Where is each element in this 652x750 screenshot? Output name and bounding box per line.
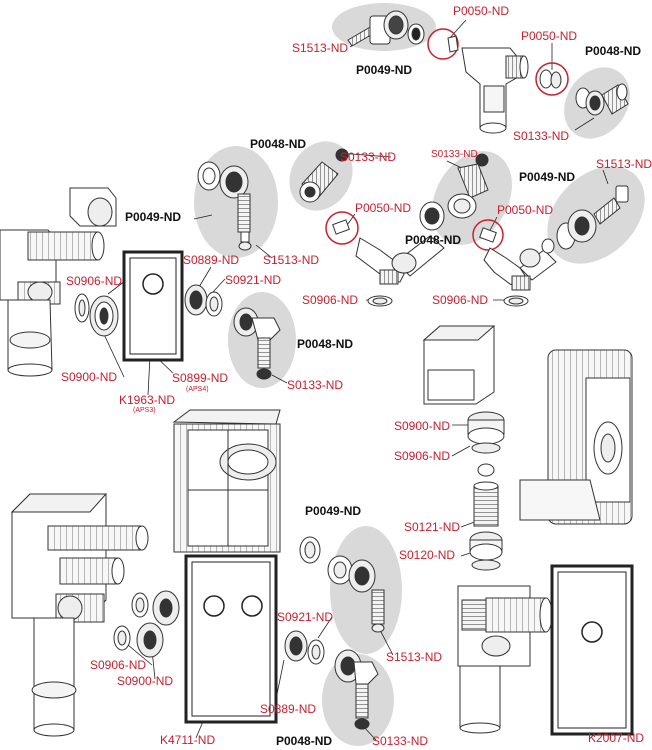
label-s0906: S0906-ND xyxy=(302,293,359,307)
cover-plate-k4711 xyxy=(184,554,278,724)
label-p0048: P0048-ND xyxy=(250,137,307,151)
p0049-bottom-parts xyxy=(299,536,385,633)
label-s0121: S0121-ND xyxy=(404,520,461,534)
label-k2007: K2007-ND xyxy=(588,731,645,745)
label-s0889: S0889-ND xyxy=(260,702,317,716)
y-siphon-mid xyxy=(355,201,445,307)
label-s0906: S0906-ND xyxy=(66,274,123,288)
clip-top-right xyxy=(539,69,562,89)
label-p0050: P0050-ND xyxy=(355,201,412,215)
label-s0921: S0921-ND xyxy=(277,610,334,624)
center-housing-box xyxy=(172,409,281,553)
label-s0133: S0133-ND xyxy=(372,734,429,748)
p0049-far-right-parts xyxy=(556,185,629,250)
label-p0048: P0048-ND xyxy=(276,734,333,748)
p0049-mid-right-parts xyxy=(447,153,489,219)
cover-plate-k1963 xyxy=(122,250,184,362)
tee-siphon-top xyxy=(447,35,529,134)
label-p0048: P0048-ND xyxy=(405,233,462,247)
label-s0899: S0899-ND xyxy=(172,371,229,385)
nuts-s0889-s0921-upper xyxy=(184,284,223,317)
right-housing-cap xyxy=(422,325,496,405)
label-p0050: P0050-ND xyxy=(521,29,578,43)
label-s0921: S0921-ND xyxy=(225,273,282,287)
label-s0120: S0120-ND xyxy=(399,548,456,562)
p0048-bottom-parts xyxy=(334,649,379,730)
bottom-left-housing xyxy=(10,493,149,737)
label-s0133: S0133-ND xyxy=(340,150,397,164)
label-s1513: S1513-ND xyxy=(292,41,349,55)
right-siphon-body xyxy=(457,585,553,734)
label-s0900: S0900-ND xyxy=(394,419,451,433)
label-p0050: P0050-ND xyxy=(453,4,510,18)
label-s0906: S0906-ND xyxy=(432,293,489,307)
label-k4711: K4711-ND xyxy=(160,733,216,747)
label-s0133: S0133-ND xyxy=(287,378,344,392)
p0050-circle-top xyxy=(427,28,459,60)
label-aps3: (APS3) xyxy=(133,407,156,414)
label-p0050: P0050-ND xyxy=(497,203,554,217)
p0048-upper-mid-parts xyxy=(299,148,349,203)
bottom-left-nuts xyxy=(113,590,180,658)
label-s0900: S0900-ND xyxy=(117,674,174,688)
p0050-circle-mid-right xyxy=(472,219,504,251)
p0050-highlight-circles xyxy=(325,28,569,251)
left-housing-top xyxy=(0,187,117,377)
p0050-circle-mid xyxy=(325,211,359,245)
left-nuts-washers xyxy=(74,293,119,337)
label-s0133: S0133-ND xyxy=(431,149,478,160)
label-p0049: P0049-ND xyxy=(305,504,362,518)
label-k1963: K1963-ND xyxy=(119,393,176,407)
label-s0906: S0906-ND xyxy=(90,658,147,672)
p0049-left-mid-parts xyxy=(197,161,252,251)
p0048-left-group-parts xyxy=(233,307,281,380)
y-siphon-right xyxy=(483,238,557,307)
right-vertical-stack xyxy=(467,411,505,571)
label-s1513: S1513-ND xyxy=(386,650,443,664)
p0048-top-right-parts xyxy=(575,83,629,116)
label-aps4: (APS4) xyxy=(186,386,209,393)
label-s0133: S0133-ND xyxy=(513,129,570,143)
label-p0049: P0049-ND xyxy=(519,170,576,184)
label-s0900: S0900-ND xyxy=(61,370,118,384)
nuts-s0889-s0921-bottom xyxy=(284,630,325,665)
label-s0889: S0889-ND xyxy=(183,253,240,267)
label-s0906: S0906-ND xyxy=(394,449,451,463)
p0049-top-parts xyxy=(347,10,425,47)
label-p0049: P0049-ND xyxy=(356,63,413,77)
right-ribbed-housing xyxy=(519,349,633,525)
label-p0049: P0049-ND xyxy=(125,210,182,224)
p0050-circle-top-right xyxy=(535,62,569,96)
label-s1513: S1513-ND xyxy=(263,253,320,267)
cover-plate-k2007 xyxy=(550,564,634,736)
p0050-clips xyxy=(332,219,497,243)
label-s1513: S1513-ND xyxy=(596,157,652,171)
label-p0048: P0048-ND xyxy=(297,337,354,351)
label-p0048: P0048-ND xyxy=(585,44,642,58)
